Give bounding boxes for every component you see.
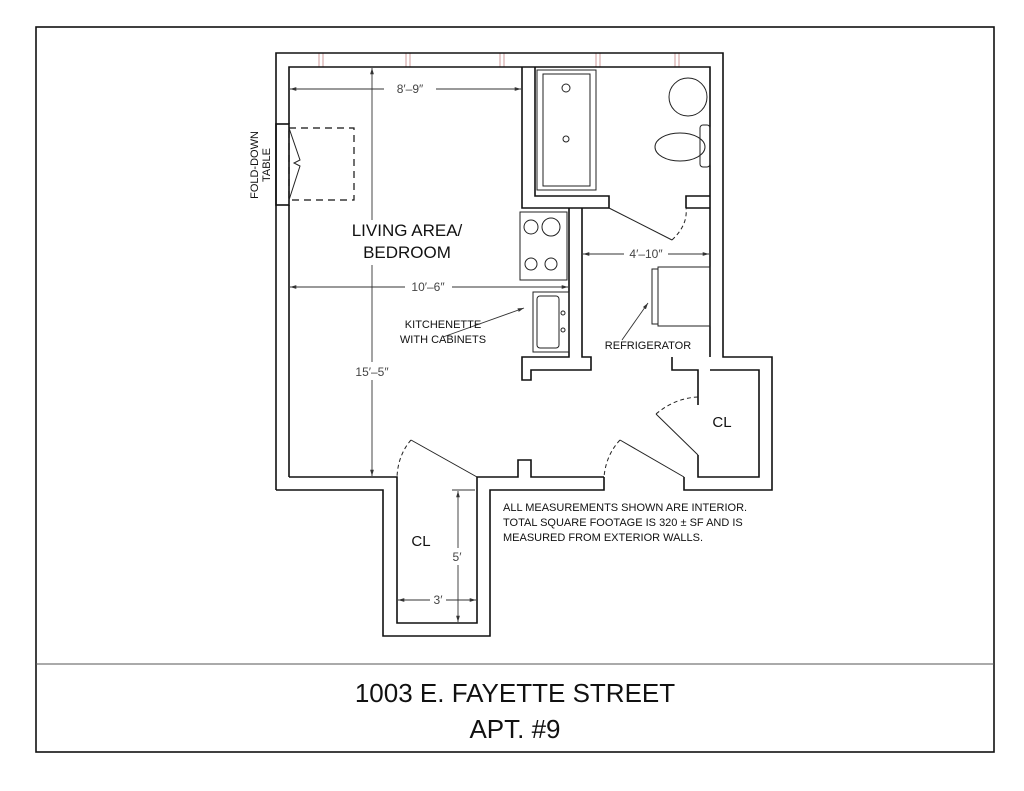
closet-bottom-label: CL — [411, 533, 430, 550]
windows — [318, 53, 680, 67]
refrigerator-icon — [651, 266, 711, 327]
note-line2: TOTAL SQUARE FOOTAGE IS 320 ± SF AND IS — [503, 517, 743, 529]
closet-right-label: CL — [712, 414, 731, 431]
kitchen-partition — [521, 208, 592, 381]
stove-icon — [519, 211, 568, 281]
kitchen-sink-icon — [532, 291, 570, 353]
title-address: 1003 E. FAYETTE STREET — [355, 678, 675, 708]
table-label-line2: TABLE — [261, 148, 273, 182]
dim-top-width: 8′–9″ — [397, 82, 424, 96]
bathtub — [536, 69, 597, 191]
kitchenette-label-line2: WITH CABINETS — [400, 334, 486, 346]
bathroom-walls — [521, 67, 710, 241]
dim-bath-width: 4′–10″ — [629, 247, 663, 261]
note-line3: MEASURED FROM EXTERIOR WALLS. — [503, 532, 703, 544]
dim-height: 15′–5″ — [355, 365, 389, 379]
kitchenette-label-line1: KITCHENETTE — [405, 319, 481, 331]
dimension-lines — [290, 68, 709, 622]
bathroom-sink-icon — [668, 77, 708, 117]
dim-closet-width: 3′ — [434, 593, 444, 607]
exterior-walls — [275, 52, 773, 637]
table-label-line1: FOLD-DOWN — [249, 131, 261, 199]
closet-doors — [396, 396, 699, 478]
refrigerator-label: REFRIGERATOR — [605, 340, 691, 352]
fold-down-table — [275, 123, 355, 206]
note-line1: ALL MEASUREMENTS SHOWN ARE INTERIOR. — [503, 502, 747, 514]
living-area-label-line2: BEDROOM — [363, 243, 451, 262]
dim-closet-depth: 5′ — [453, 550, 463, 564]
living-area-label-line1: LIVING AREA/ — [352, 221, 463, 240]
title-apartment: APT. #9 — [469, 714, 560, 744]
sheet-border — [35, 26, 995, 753]
dim-mid-width: 10′–6″ — [411, 280, 445, 294]
toilet-icon — [654, 124, 711, 168]
